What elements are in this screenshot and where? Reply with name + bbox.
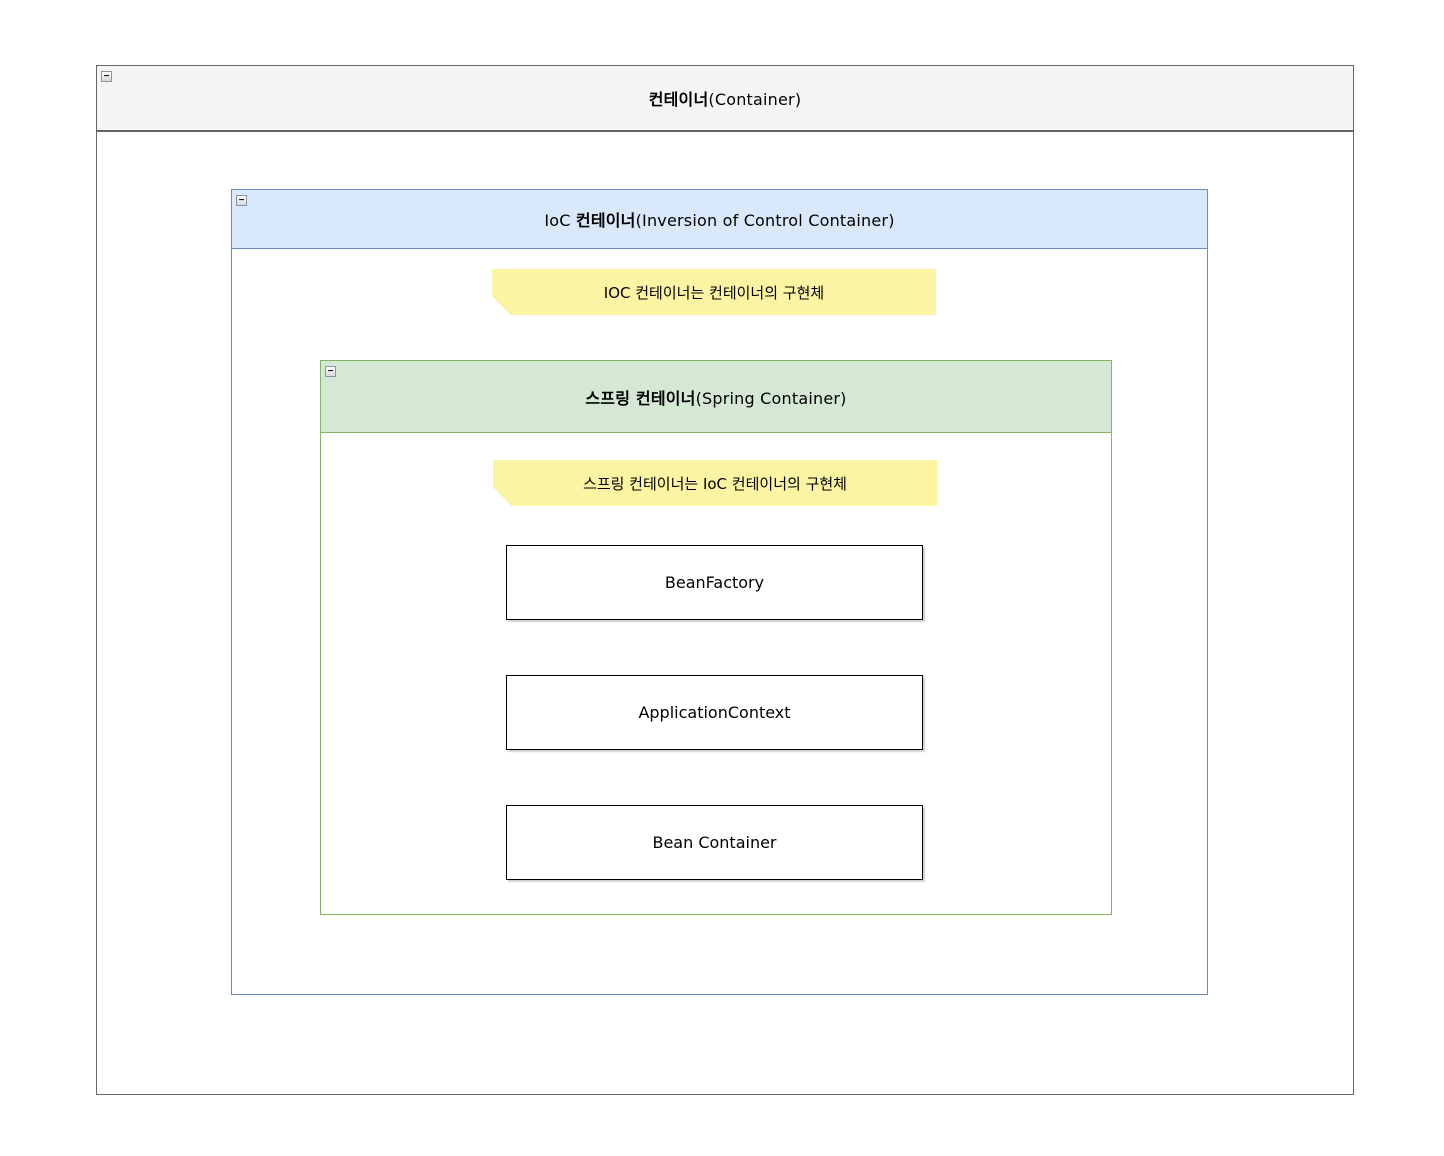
note-ioc[interactable]: IOC 컨테이너는 컨테이너의 구현체 (492, 269, 936, 315)
container-ioc-header[interactable]: − IoC 컨테이너(Inversion of Control Containe… (232, 190, 1207, 249)
title-korean: 컨테이너 (648, 90, 709, 109)
note-spring-wrapper: 스프링 컨테이너는 IoC 컨테이너의 구현체 (493, 460, 937, 506)
box-applicationcontext-label: ApplicationContext (638, 703, 791, 722)
container-ioc[interactable]: − IoC 컨테이너(Inversion of Control Containe… (231, 189, 1208, 995)
box-applicationcontext[interactable]: ApplicationContext (506, 675, 923, 750)
container-spring-title: 스프링 컨테이너(Spring Container) (585, 385, 846, 409)
title-latin: (Spring Container) (695, 388, 847, 408)
container-ioc-title: IoC 컨테이너(Inversion of Control Container) (544, 207, 894, 231)
container-outer[interactable]: − 컨테이너(Container) − IoC 컨테이너(Inversion o… (96, 65, 1354, 1095)
container-outer-header[interactable]: − 컨테이너(Container) (97, 66, 1353, 132)
note-spring-text: 스프링 컨테이너는 IoC 컨테이너의 구현체 (583, 474, 847, 493)
collapse-icon[interactable]: − (325, 366, 336, 377)
container-outer-title: 컨테이너(Container) (649, 86, 802, 110)
note-ioc-text: IOC 컨테이너는 컨테이너의 구현체 (603, 283, 825, 302)
collapse-icon[interactable]: − (236, 195, 247, 206)
title-latin: (Container) (708, 90, 802, 109)
note-spring[interactable]: 스프링 컨테이너는 IoC 컨테이너의 구현체 (493, 460, 937, 506)
box-beanfactory-label: BeanFactory (664, 573, 765, 592)
box-beanfactory[interactable]: BeanFactory (506, 545, 923, 620)
title-korean: 스프링 컨테이너 (585, 388, 696, 408)
container-spring[interactable]: − 스프링 컨테이너(Spring Container) 스프링 컨테이너는 I… (320, 360, 1112, 915)
collapse-icon[interactable]: − (101, 71, 112, 82)
box-beancontainer[interactable]: Bean Container (506, 805, 923, 880)
title-prefix: IoC (544, 211, 576, 230)
box-beancontainer-label: Bean Container (652, 833, 777, 852)
note-fold-corner (492, 296, 511, 315)
title-latin: (Inversion of Control Container) (635, 211, 895, 230)
note-fold-corner (493, 487, 512, 506)
note-ioc-wrapper: IOC 컨테이너는 컨테이너의 구현체 (492, 269, 936, 315)
container-spring-header[interactable]: − 스프링 컨테이너(Spring Container) (321, 361, 1111, 433)
title-korean: 컨테이너 (575, 211, 636, 230)
